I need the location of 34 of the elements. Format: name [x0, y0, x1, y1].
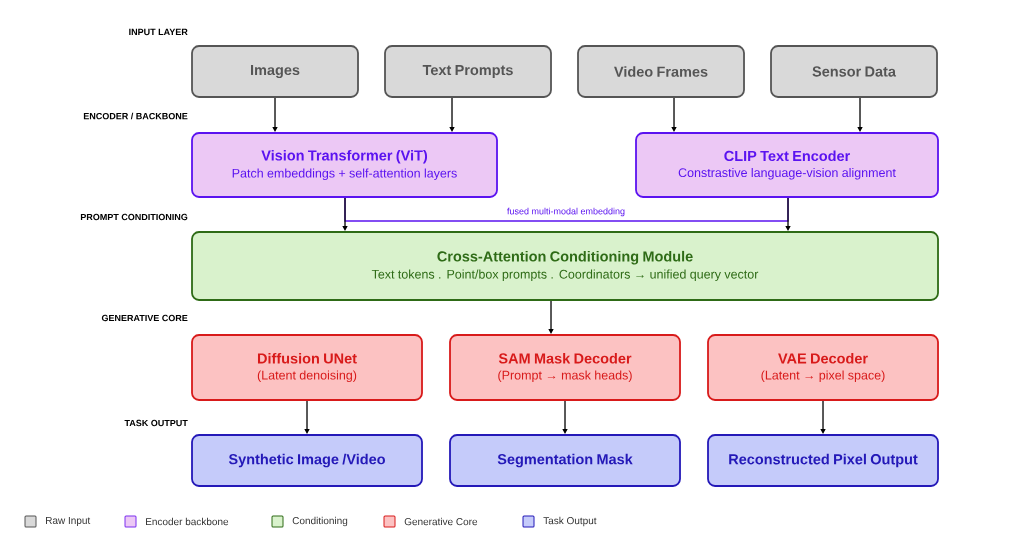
legend-label: Task Output: [543, 516, 597, 527]
legend-label: Generative Core: [404, 517, 478, 526]
arrow: [449, 97, 455, 132]
output-box: Segmentation Mask: [449, 434, 681, 487]
arrow: [304, 400, 310, 434]
layer-label: TASK OUTPUT: [124, 419, 188, 427]
conditioning-box: Cross-Attention Conditioning Module Text tokens . Point/box prompts . Coordinators → unified query vector: [191, 231, 939, 301]
input-box: Text Prompts: [384, 45, 552, 98]
arrow: [785, 197, 791, 231]
arrow: [562, 400, 568, 434]
output-box: Synthetic Image /Video: [191, 434, 423, 487]
layer-label: GENERATIVE CORE: [101, 314, 188, 322]
input-box: Sensor Data: [770, 45, 938, 98]
edge-label: fused multi-modal embedding: [506, 206, 627, 218]
layer-label: ENCODER / BACKBONE: [83, 112, 188, 120]
generative-box: VAE Decoder (Latent → pixel space): [707, 334, 939, 401]
encoder-box: CLIP Text Encoder Constrastive language-vision alignment: [635, 132, 939, 198]
input-box: Images: [191, 45, 359, 98]
output-box: Reconstructed Pixel Output: [707, 434, 939, 487]
layer-label: PROMPT CONDITIONING: [80, 213, 188, 221]
arrow: [671, 97, 677, 132]
generative-box: Diffusion UNet (Latent denoising): [191, 334, 423, 401]
legend-label: Raw Input: [46, 517, 91, 526]
encoder-box: Vision Transformer (ViT) Patch embeddings + self-attention layers: [191, 132, 498, 198]
layer-label: INPUT LAYER: [129, 28, 188, 36]
input-box: Video Frames: [577, 45, 745, 98]
arrow: [548, 300, 554, 334]
arrow: [342, 197, 348, 231]
arrow: [820, 400, 826, 434]
legend-label: Conditioning: [292, 516, 348, 527]
arrow: [857, 97, 863, 132]
generative-box: SAM Mask Decoder (Prompt → mask heads): [449, 334, 681, 401]
arrow: [272, 97, 278, 132]
legend-label: Encoder backbone: [146, 517, 229, 526]
